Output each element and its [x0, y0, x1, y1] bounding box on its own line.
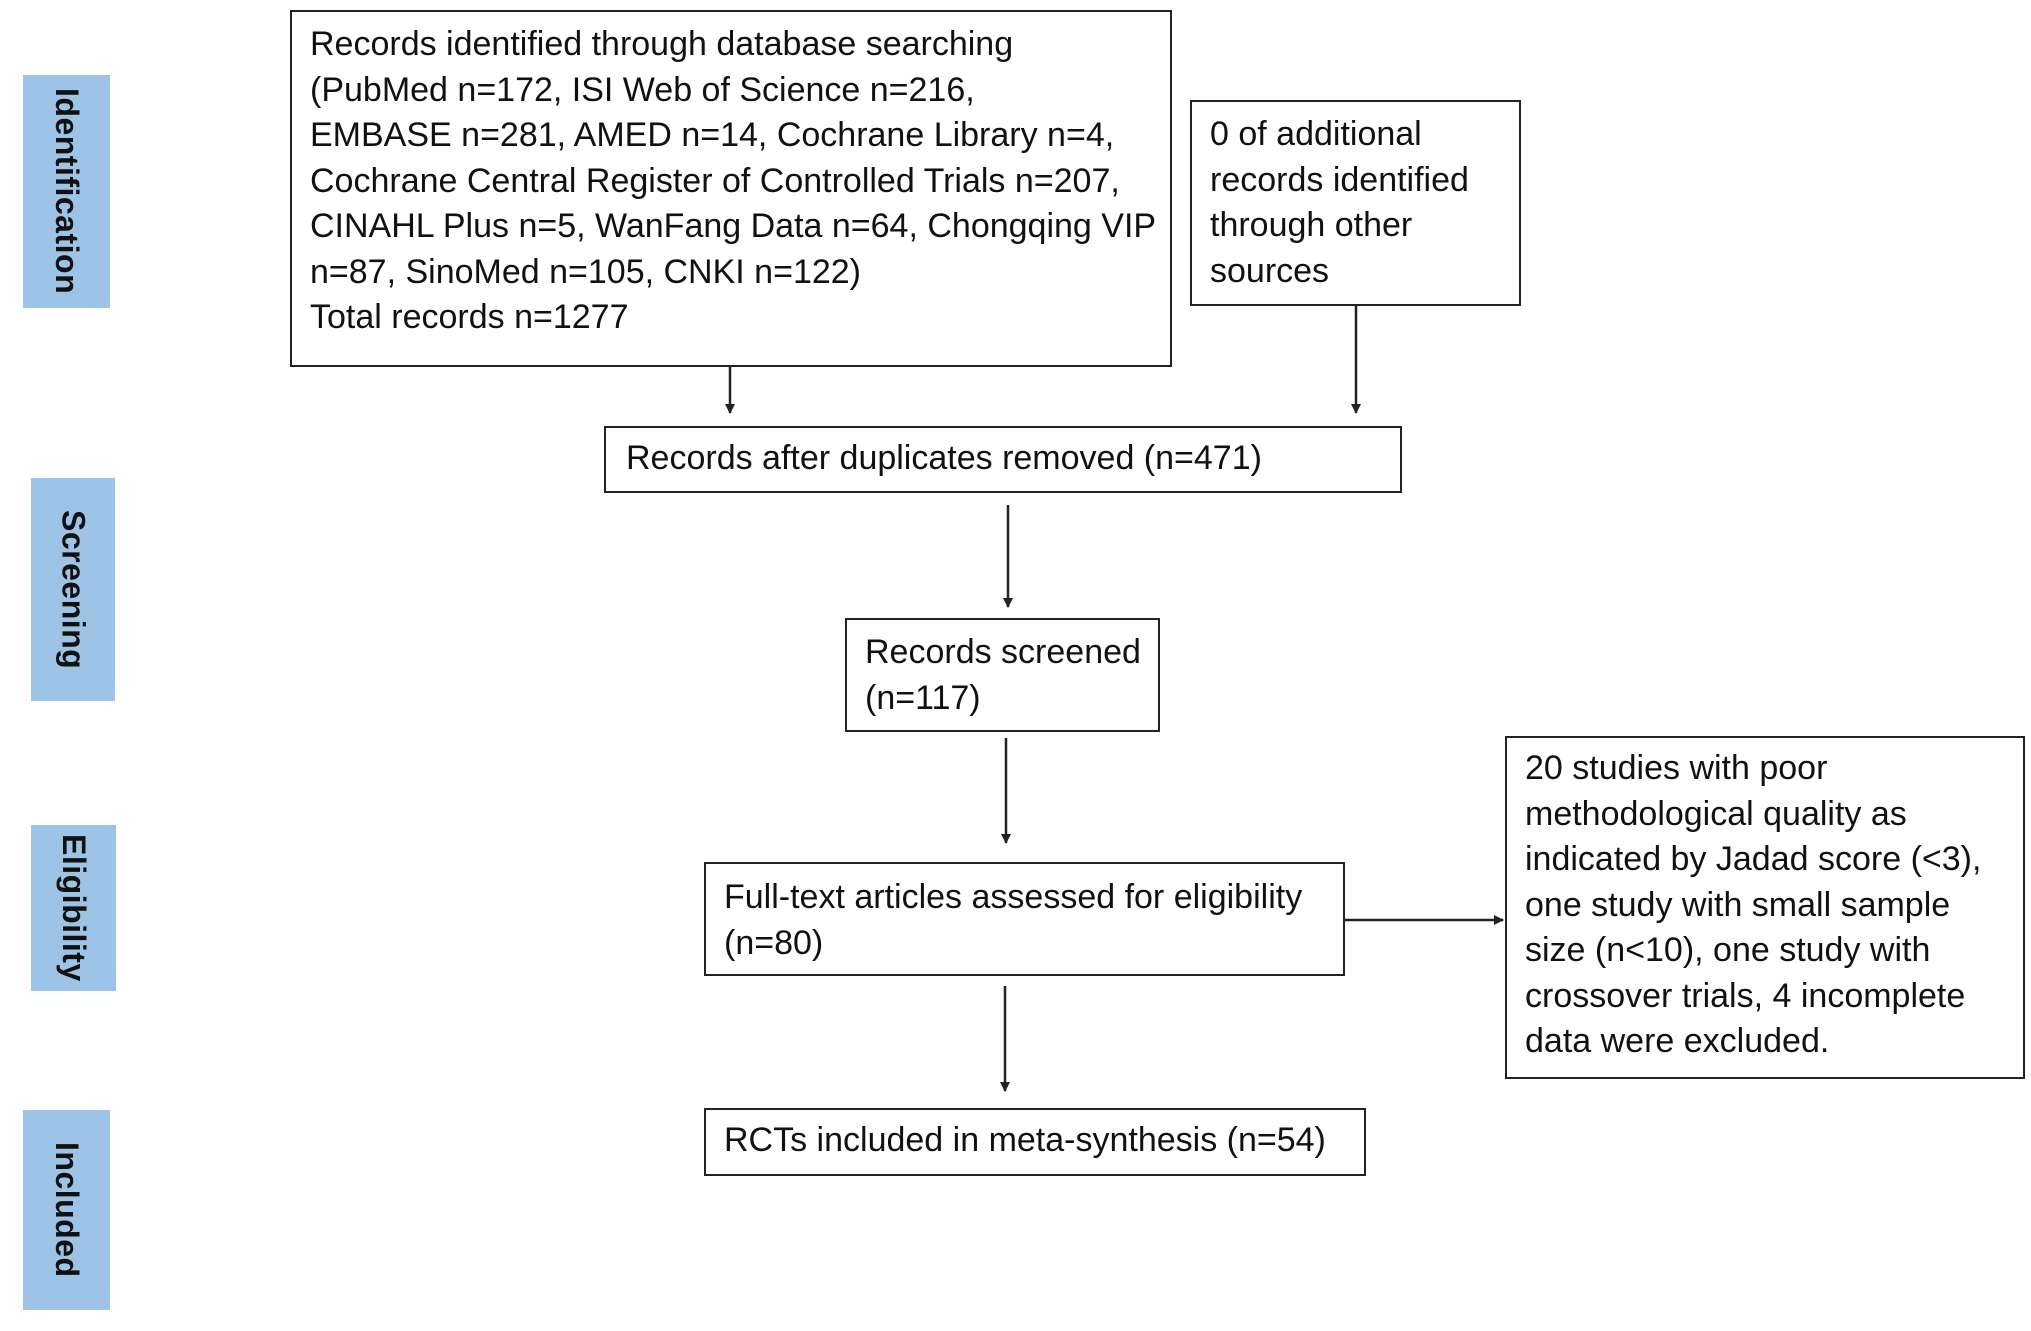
database-search-line: Records identified through database sear…: [310, 25, 1014, 63]
stage-label-included-text: Included: [49, 1142, 85, 1278]
excluded-studies-line: 20 studies with poor: [1525, 749, 1828, 787]
records-screened-line: (n=117): [865, 678, 981, 717]
full-text-assessed-box: Full-text articles assessed for eligibil…: [704, 862, 1345, 976]
stage-label-identification-text: Identification: [49, 88, 85, 295]
excluded-studies-line: methodological quality as: [1525, 794, 1907, 833]
duplicates-removed-line: Records after duplicates removed (n=471): [626, 439, 1262, 477]
database-search-line: n=87, SinoMed n=105, CNKI n=122): [310, 252, 861, 291]
records-screened-line: Records screened: [865, 633, 1141, 671]
stage-label-screening: Screening: [31, 478, 115, 701]
excluded-studies-line: data were excluded.: [1525, 1022, 1830, 1060]
excluded-studies-box: 20 studies with poor methodological qual…: [1505, 736, 2025, 1079]
database-search-line: (PubMed n=172, ISI Web of Science n=216,: [310, 70, 975, 109]
full-text-assessed-line: (n=80): [724, 923, 824, 962]
database-search-line: Cochrane Central Register of Controlled …: [310, 161, 1120, 200]
database-search-box: Records identified through database sear…: [290, 10, 1172, 367]
duplicates-removed-box: Records after duplicates removed (n=471): [604, 426, 1402, 493]
stage-label-eligibility-text: Eligibility: [56, 834, 92, 982]
database-search-line: CINAHL Plus n=5, WanFang Data n=64, Chon…: [310, 207, 1157, 245]
database-search-line: Total records n=1277: [310, 298, 629, 336]
excluded-studies-line: one study with small sample: [1525, 885, 1951, 924]
other-sources-line: through other: [1210, 206, 1413, 244]
excluded-studies-line: size (n<10), one study with: [1525, 931, 1931, 969]
records-screened-box: Records screened (n=117): [845, 618, 1160, 732]
stage-label-included: Included: [23, 1110, 110, 1310]
other-sources-line: records identified: [1210, 160, 1469, 199]
stage-label-identification: Identification: [23, 75, 110, 308]
stage-label-screening-text: Screening: [55, 509, 92, 670]
other-sources-line: 0 of additional: [1210, 115, 1422, 153]
included-rcts-line: RCTs included in meta-synthesis (n=54): [724, 1121, 1326, 1159]
excluded-studies-line: indicated by Jadad score (<3),: [1525, 840, 1982, 878]
other-sources-box: 0 of additional records identified throu…: [1190, 100, 1521, 306]
excluded-studies-line: crossover trials, 4 incomplete: [1525, 976, 1966, 1015]
stage-label-eligibility: Eligibility: [31, 825, 116, 991]
included-rcts-box: RCTs included in meta-synthesis (n=54): [704, 1108, 1366, 1176]
other-sources-line: sources: [1210, 251, 1330, 290]
full-text-assessed-line: Full-text articles assessed for eligibil…: [724, 878, 1303, 916]
database-search-line: EMBASE n=281, AMED n=14, Cochrane Librar…: [310, 116, 1115, 154]
